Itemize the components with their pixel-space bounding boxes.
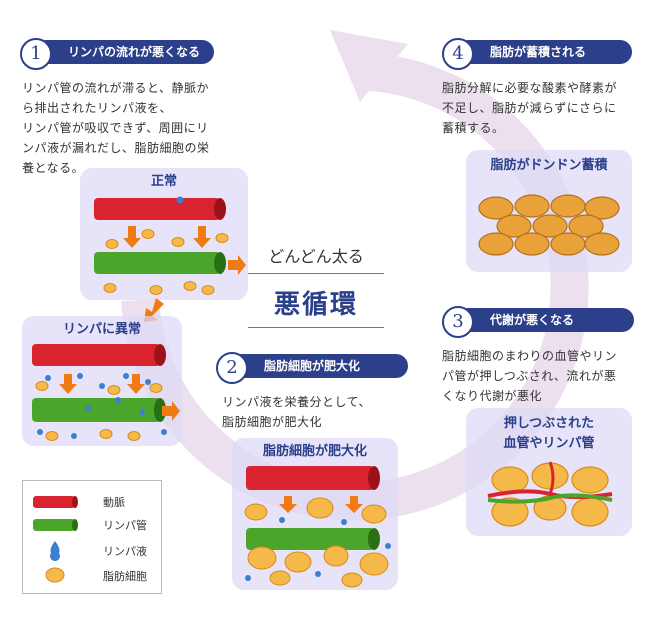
fat-squeezed-illustration: [487, 461, 613, 527]
panel-squeezed-title: 押しつぶされた 血管やリンパ管: [503, 416, 595, 451]
step-1-title: リンパの流れが悪くなる: [34, 40, 215, 64]
panel-enlarged: 脂肪細胞が肥大化: [232, 438, 398, 590]
step-3-title: 代謝が悪くなる: [456, 308, 634, 332]
panel-abnormal-title: リンパに異常: [62, 322, 141, 337]
panel-accumulate: 脂肪がドンドン蓄積: [466, 150, 632, 272]
fat-accumulate-illustration: [478, 194, 620, 256]
vessels-normal-illustration: [94, 196, 246, 295]
legend-icons: [33, 496, 78, 583]
panel-enlarged-title: 脂肪細胞が肥大化: [262, 444, 367, 459]
center-line1: どんどん太る: [248, 243, 384, 274]
legend-label-fat-cell: 脂肪細胞: [103, 570, 147, 583]
step-3-text: 脂肪細胞のまわりの血管やリン パ管が押しつぶされ、流れが悪 くなり代謝が悪化: [442, 349, 618, 403]
legend-label-lymph-vessel: リンパ管: [103, 519, 147, 532]
lymph-drop-icon: [50, 541, 61, 561]
step-2-number: 2: [216, 352, 248, 384]
artery-icon: [33, 496, 75, 508]
center-caption: どんどん太る 悪循環: [248, 243, 384, 328]
step-3-header: 3 代謝が悪くなる: [442, 306, 634, 338]
legend-label-artery: 動脈: [103, 496, 125, 509]
step-4-number: 4: [442, 38, 474, 70]
step-2-header: 2 脂肪細胞が肥大化: [216, 352, 408, 384]
step-4-title: 脂肪が蓄積される: [456, 40, 632, 64]
legend: 動脈 リンパ管 リンパ液 脂肪細胞: [22, 480, 162, 594]
panel-squeezed: 押しつぶされた 血管やリンパ管: [466, 408, 632, 536]
lymph-vessel-icon: [33, 519, 75, 531]
step-1-number: 1: [20, 38, 52, 70]
step-1-header: 1 リンパの流れが悪くなる: [20, 38, 230, 70]
step-2-title: 脂肪細胞が肥大化: [230, 354, 408, 378]
center-line2: 悪循環: [248, 284, 384, 328]
step-3-number: 3: [442, 306, 474, 338]
step-1-text: リンパ管の流れが滞ると、静脈か ら排出されたリンパ液を、 リンパ管が吸収できず、…: [22, 81, 210, 175]
step-4-header: 4 脂肪が蓄積される: [442, 38, 632, 70]
fat-enlarged-illustration: [244, 466, 391, 588]
fat-cell-icon: [45, 567, 65, 583]
step-4-text: 脂肪分解に必要な酸素や酵素が 不足し、脂肪が減らずにさらに 蓄積する。: [442, 81, 618, 135]
panel-abnormal: リンパに異常: [22, 316, 182, 446]
panel-normal-title: 正常: [150, 174, 177, 189]
step-2-text: リンパ液を栄養分として、 脂肪細胞が肥大化: [222, 395, 372, 429]
vessels-abnormal-illustration: [32, 344, 180, 441]
panel-normal: 正常: [80, 168, 248, 300]
panel-accumulate-title: 脂肪がドンドン蓄積: [490, 158, 608, 173]
legend-label-lymph-fluid: リンパ液: [103, 545, 147, 558]
